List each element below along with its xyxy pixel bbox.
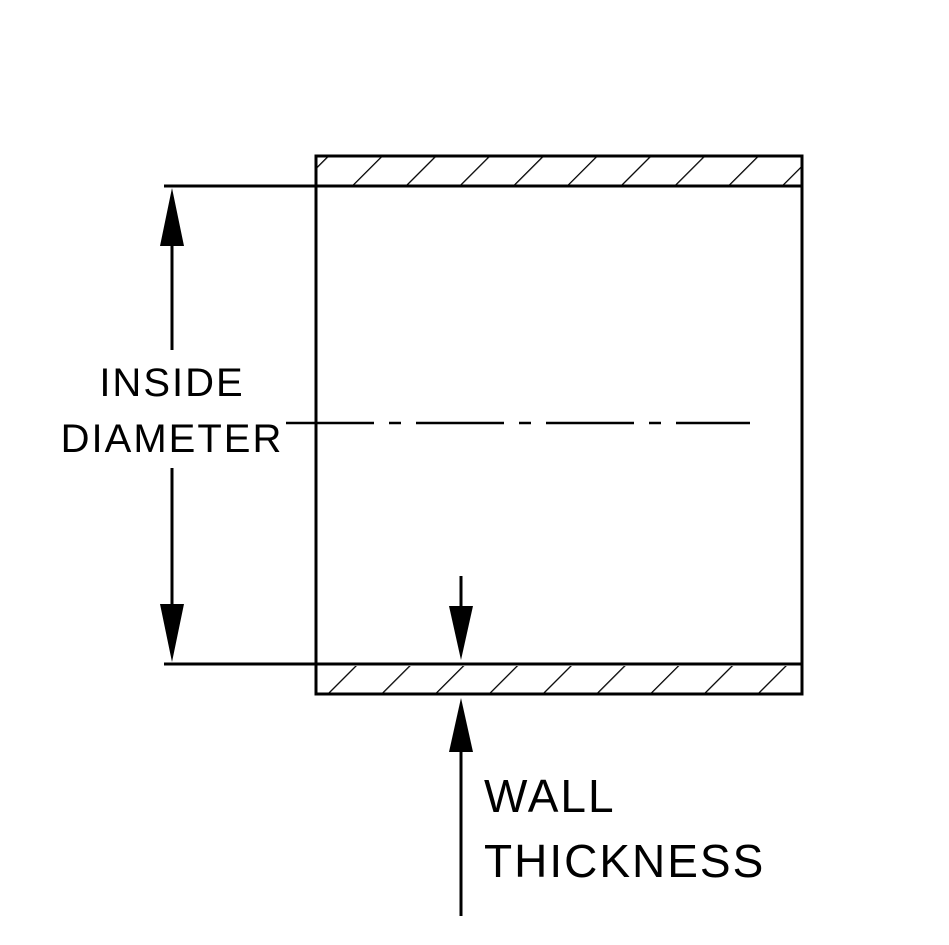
arrowhead-down-small-icon xyxy=(449,606,473,660)
tube-body xyxy=(286,154,804,696)
arrowhead-up-small-icon xyxy=(449,698,473,752)
arrowhead-down-icon xyxy=(160,604,184,662)
inside-diameter-label-line1: INSIDE xyxy=(99,361,244,405)
tube-outline xyxy=(314,154,804,696)
wall-thickness-label-line1: WALL xyxy=(484,770,616,822)
top-wall-hatch xyxy=(317,157,801,185)
wall-thickness-label-line2: THICKNESS xyxy=(484,835,765,887)
bottom-wall-hatch xyxy=(317,666,801,693)
inside-diameter-label-line2: DIAMETER xyxy=(61,417,284,461)
wall-thickness-dimension: WALL THICKNESS xyxy=(449,576,765,916)
inside-diameter-dimension: INSIDE DIAMETER xyxy=(61,184,316,666)
arrowhead-up-icon xyxy=(160,188,184,246)
